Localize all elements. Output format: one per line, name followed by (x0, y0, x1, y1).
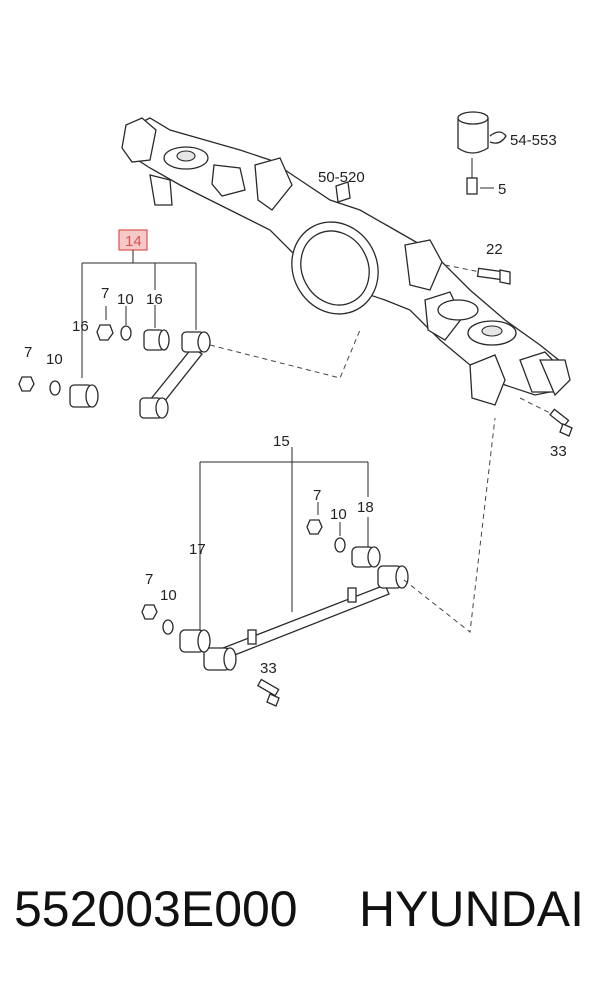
brand-name: HYUNDAI (358, 881, 584, 937)
callout-16: 16 (72, 318, 89, 335)
rear-axle-housing (121, 117, 571, 406)
bolt-22 (444, 264, 511, 285)
callout-10: 10 (117, 291, 134, 308)
lower-arm-15 (141, 417, 496, 707)
callout-50-520: 50-520 (318, 169, 365, 186)
callout-17: 17 (189, 541, 206, 558)
footer: 552003E000 HYUNDAI (0, 880, 600, 950)
callout-14: 14 (125, 233, 142, 250)
callout-10: 10 (330, 506, 347, 523)
callout-7: 7 (101, 285, 109, 302)
upper-arm-14 (18, 324, 361, 419)
callout-16: 16 (146, 291, 163, 308)
part-number: 552003E000 (14, 881, 298, 937)
callout-7: 7 (313, 487, 321, 504)
callout-7: 7 (24, 344, 32, 361)
callout-10: 10 (160, 587, 177, 604)
bolt-33-upper (519, 397, 573, 437)
callout-7: 7 (145, 571, 153, 588)
callout-18: 18 (357, 499, 374, 516)
callout-5: 5 (498, 181, 506, 198)
callout-54-553: 54-553 (510, 132, 557, 149)
callout-33: 33 (550, 443, 567, 460)
bracket-50-520 (335, 181, 351, 203)
exploded-parts-diagram: 14 7 10 16 16 7 10 50-520 54-553 5 22 33… (18, 111, 573, 707)
callout-33: 33 (260, 660, 277, 677)
callout-22: 22 (486, 241, 503, 258)
bracket-lines-14 (81, 250, 197, 378)
callout-10: 10 (46, 351, 63, 368)
callout-15: 15 (273, 433, 290, 450)
bump-stopper (457, 111, 507, 195)
bracket-lines-15 (199, 447, 369, 632)
callout-labels: 14 7 10 16 16 7 10 50-520 54-553 5 22 33… (24, 132, 567, 677)
